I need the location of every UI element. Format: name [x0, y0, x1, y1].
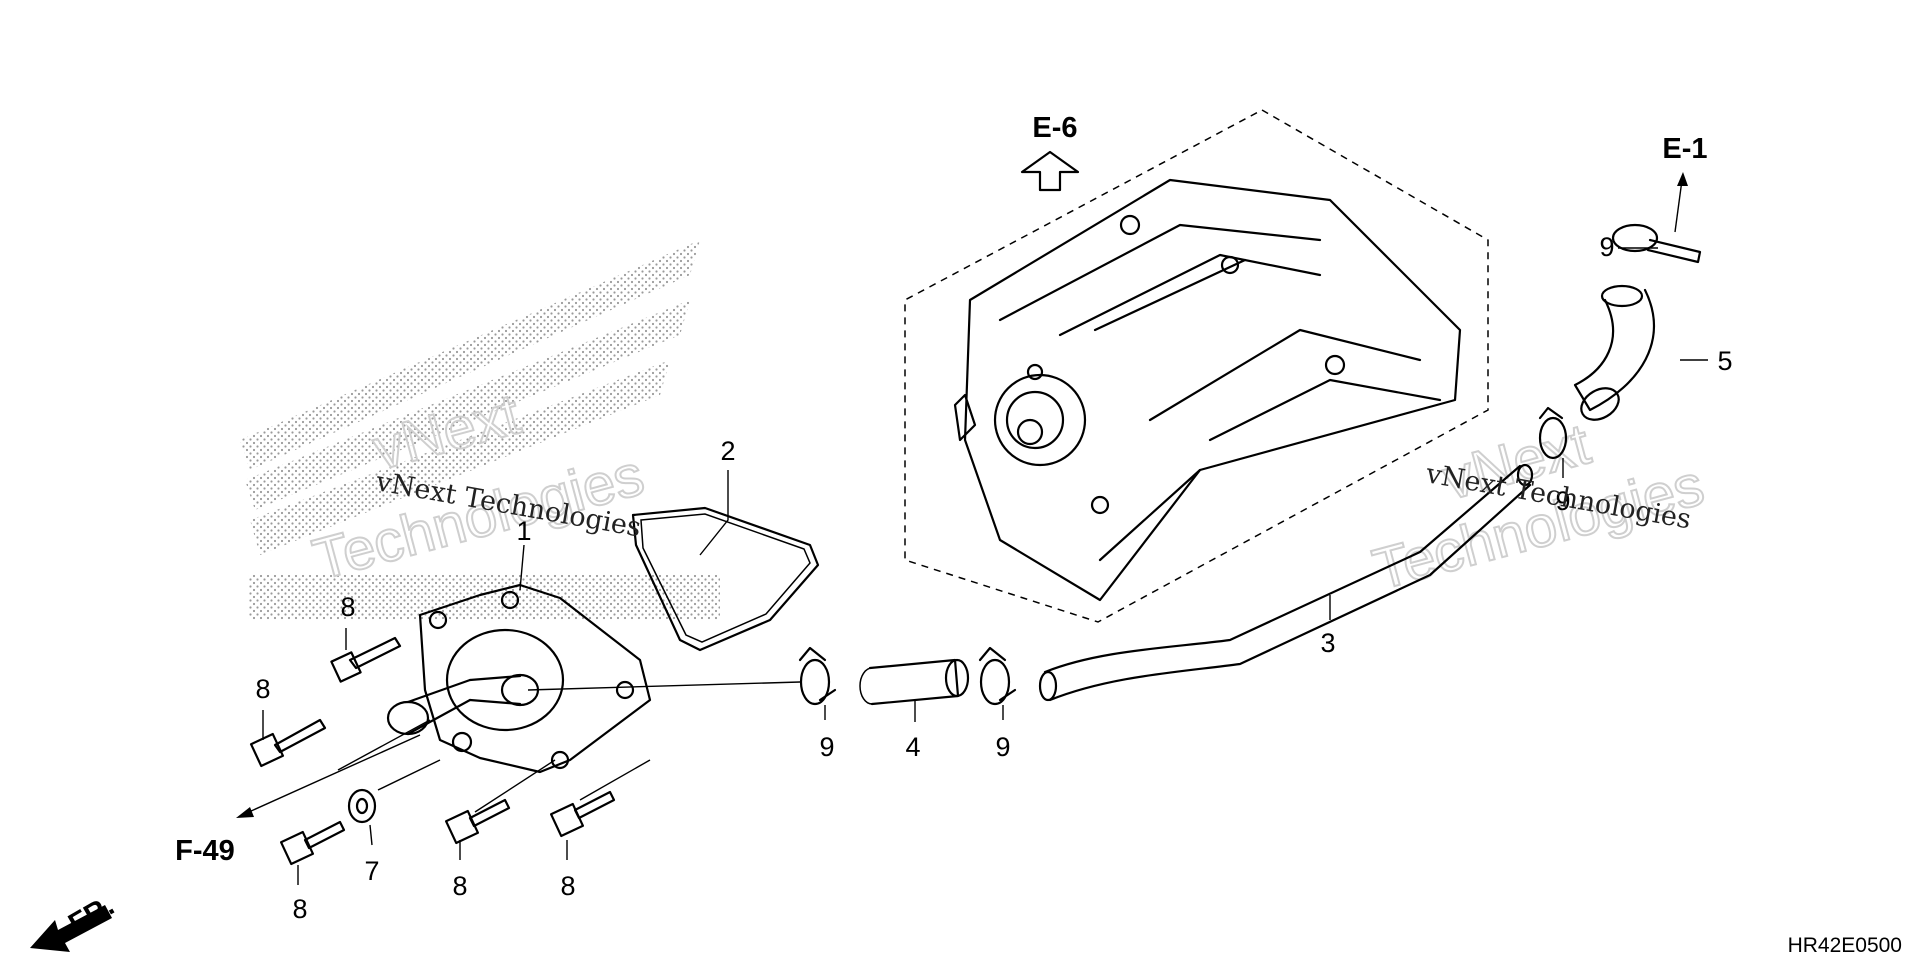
bolt-top	[330, 636, 402, 683]
bolt-left	[249, 718, 327, 768]
clamp-top	[1611, 223, 1702, 264]
callout-8-left: 8	[255, 674, 270, 704]
bolt-bottom-middle	[444, 798, 511, 845]
hose-short	[859, 658, 970, 706]
front-direction-arrow-icon	[30, 905, 112, 952]
water-pump-cover	[386, 583, 652, 774]
e6-arrow-icon	[1020, 150, 1080, 192]
clamp-middle	[978, 646, 1017, 706]
callout-9-middle: 9	[995, 732, 1010, 762]
bent-hose	[1573, 284, 1656, 421]
callout-8-bottom-right: 8	[560, 871, 575, 901]
leader-lines	[262, 247, 1708, 885]
callout-5: 5	[1717, 346, 1732, 376]
callout-4: 4	[905, 732, 920, 762]
callout-1: 1	[516, 516, 531, 546]
diagram-code: HR42E0500	[1788, 934, 1902, 957]
ref-label-e6: E-6	[1032, 112, 1077, 144]
bolts	[249, 636, 616, 866]
callout-3: 3	[1320, 628, 1335, 658]
hose-clamps	[798, 223, 1702, 706]
o-ring	[631, 506, 820, 652]
bolt-bottom-left	[279, 820, 346, 866]
callout-8-bottom-left: 8	[292, 894, 307, 924]
callout-9-left: 9	[819, 732, 834, 762]
f49-arrow-icon	[236, 734, 421, 818]
callout-7: 7	[364, 856, 379, 886]
callout-9-right: 9	[1555, 486, 1570, 516]
ref-label-e1: E-1	[1662, 133, 1707, 165]
engine-case-assembly	[904, 109, 1489, 623]
callout-2: 2	[720, 436, 735, 466]
bolt-bottom-right	[549, 790, 616, 838]
callout-9-top: 9	[1599, 232, 1614, 262]
clamp-left	[798, 646, 837, 706]
callout-8-bottom-middle: 8	[452, 871, 467, 901]
washer	[347, 788, 377, 824]
ref-label-f49: F-49	[175, 835, 235, 867]
callout-8-top: 8	[340, 592, 355, 622]
clamp-right	[1538, 406, 1568, 460]
e1-arrow-icon	[1674, 172, 1688, 233]
water-pipe-long	[1038, 463, 1534, 702]
wing-logo-watermark	[240, 240, 720, 620]
